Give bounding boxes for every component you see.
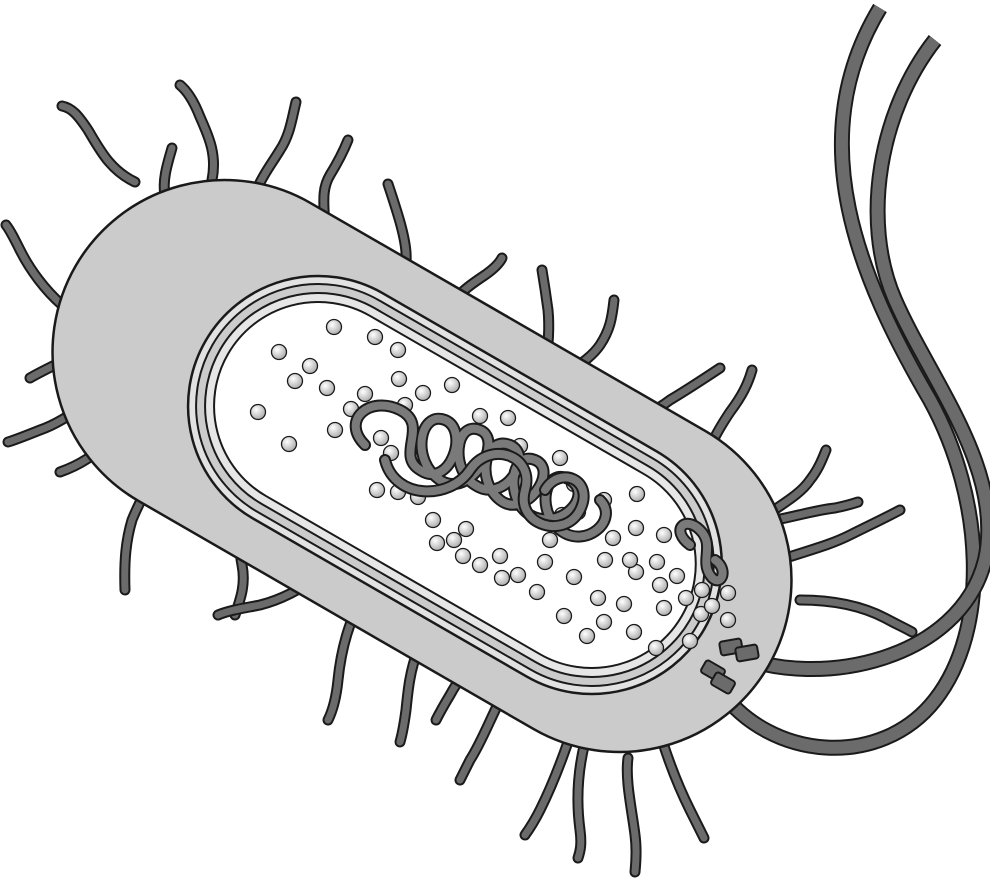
ribosome xyxy=(543,533,558,548)
ribosome xyxy=(629,521,644,536)
ribosome xyxy=(445,378,460,393)
ribosome xyxy=(328,423,343,438)
ribosome xyxy=(649,641,664,656)
ribosome xyxy=(473,409,488,424)
ribosome xyxy=(288,374,303,389)
ribosome xyxy=(580,629,595,644)
ribosome xyxy=(370,483,385,498)
ribosome xyxy=(358,387,373,402)
pilus xyxy=(460,700,500,780)
basal-body xyxy=(735,644,759,662)
pilus xyxy=(525,742,568,835)
ribosome xyxy=(459,522,474,537)
ribosome xyxy=(653,578,668,593)
ribosome xyxy=(670,569,685,584)
ribosome xyxy=(501,411,516,426)
ribosome xyxy=(282,437,297,452)
ribosome xyxy=(598,553,613,568)
ribosome xyxy=(272,345,287,360)
ribosome xyxy=(511,568,526,583)
ribosome xyxy=(495,571,510,586)
ribosome xyxy=(327,320,342,335)
ribosome xyxy=(606,531,621,546)
ribosome xyxy=(303,359,318,374)
ribosome xyxy=(447,533,462,548)
ribosome xyxy=(705,599,720,614)
ribosome xyxy=(456,549,471,564)
ribosome xyxy=(430,536,445,551)
ribosome xyxy=(416,386,431,401)
ribosome xyxy=(320,381,335,396)
ribosome xyxy=(368,330,383,345)
ribosome xyxy=(473,558,488,573)
pilus xyxy=(328,612,355,720)
ribosome xyxy=(721,586,736,601)
ribosome xyxy=(391,343,406,358)
ribosome xyxy=(530,585,545,600)
ribosome xyxy=(392,372,407,387)
ribosome xyxy=(627,625,642,640)
ribosome xyxy=(650,555,665,570)
ribosome xyxy=(617,597,632,612)
ribosome xyxy=(630,487,645,502)
ribosome xyxy=(683,634,698,649)
ribosome xyxy=(426,513,441,528)
ribosome xyxy=(657,528,672,543)
ribosome xyxy=(251,405,266,420)
ribosome xyxy=(591,591,606,606)
ribosome xyxy=(374,431,389,446)
ribosome xyxy=(557,609,572,624)
ribosome xyxy=(657,601,672,616)
ribosome xyxy=(553,451,568,466)
ribosome xyxy=(623,553,638,568)
ribosome xyxy=(567,570,582,585)
ribosome xyxy=(493,549,508,564)
pilus xyxy=(662,740,704,838)
ribosome xyxy=(597,615,612,630)
ribosome xyxy=(679,591,694,606)
ribosome xyxy=(695,583,710,598)
ribosome xyxy=(721,613,736,628)
ribosome xyxy=(538,555,553,570)
